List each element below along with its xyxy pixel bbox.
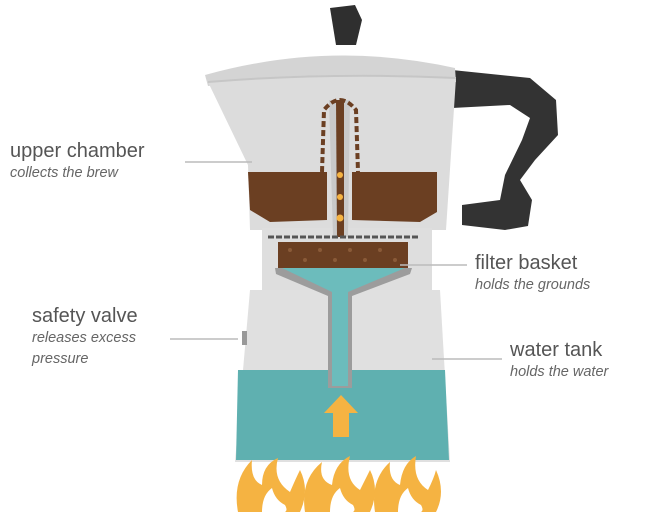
water-tank-title: water tank xyxy=(510,339,603,361)
flame-icons xyxy=(236,456,441,512)
brewed-coffee-left xyxy=(248,172,327,222)
steam-arrow-icon xyxy=(324,395,358,437)
upper-chamber-description: collects the brew xyxy=(10,165,118,181)
water-tank-label: water tank holds the water xyxy=(510,339,608,383)
filter-basket-label: filter basket holds the grounds xyxy=(475,252,590,296)
coffee-bubble xyxy=(336,214,344,222)
flame-icon xyxy=(304,456,375,512)
brewed-coffee-right xyxy=(352,172,437,222)
filter-basket-description: holds the grounds xyxy=(475,277,591,293)
safety-valve xyxy=(242,331,247,345)
upper-chamber-title: upper chamber xyxy=(10,140,145,162)
leader-lines xyxy=(170,161,502,360)
lid-knob xyxy=(330,5,362,45)
filter-basket-title: filter basket xyxy=(475,252,578,274)
water-tank-description: holds the water xyxy=(510,364,609,380)
coffee-bubbles xyxy=(336,172,344,222)
safety-valve-label: safety valve releases excess pressure xyxy=(32,305,138,370)
funnel-water xyxy=(282,268,405,386)
safety-valve-description-line2: pressure xyxy=(32,351,89,367)
flame-highlights xyxy=(262,488,423,512)
upper-chamber-label: upper chamber collects the brew xyxy=(10,140,145,184)
coffee-grounds-texture xyxy=(288,248,397,262)
coffee-grounds xyxy=(278,242,408,268)
coffee-spout-dashes xyxy=(320,98,360,173)
safety-valve-description-line1: releases excess xyxy=(32,330,136,346)
coffee-column-flow xyxy=(336,100,344,237)
flame-icon xyxy=(374,456,441,512)
handle xyxy=(452,70,558,230)
lid-seam xyxy=(207,74,457,83)
flame-icon xyxy=(236,458,305,512)
coffee-bubble xyxy=(337,172,343,178)
coffee-bubble xyxy=(337,194,343,200)
safety-valve-title: safety valve xyxy=(32,305,138,327)
